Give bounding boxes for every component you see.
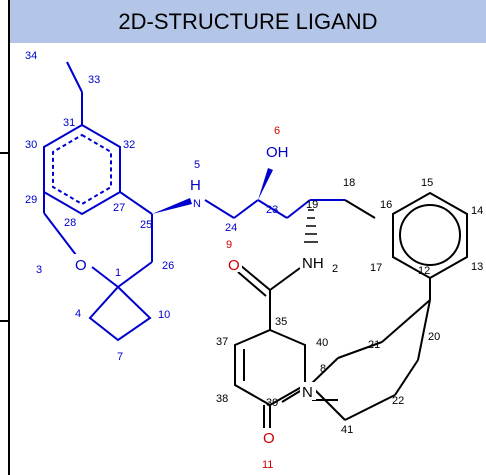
atom-number: 24	[225, 222, 237, 234]
label-bg	[300, 382, 316, 400]
left-border-tick	[0, 152, 10, 154]
label-bg	[262, 428, 278, 446]
label-bg	[226, 254, 242, 272]
wedge-bond	[258, 168, 273, 200]
atom-label: O	[75, 257, 87, 274]
atom-number: 38	[216, 393, 228, 405]
atom-number: 9	[226, 239, 232, 251]
atom-number: 32	[123, 139, 135, 151]
atom-number: 13	[471, 261, 483, 273]
atom-label: OH	[266, 144, 289, 161]
atom-number: 34	[25, 50, 37, 62]
left-border	[0, 0, 10, 475]
black-bonds	[234, 191, 468, 430]
atom-number: 29	[25, 194, 37, 206]
atom-number: 33	[88, 74, 100, 86]
atom-number: 6	[274, 125, 280, 137]
atom-number: 31	[63, 117, 75, 129]
atom-number: 17	[370, 262, 382, 274]
left-border-tick	[0, 320, 10, 322]
atom-number: 35	[275, 316, 287, 328]
atom-number: 11	[262, 459, 273, 471]
label-bg	[300, 252, 330, 270]
atom-number: 8	[320, 363, 326, 375]
atom-number: 3	[36, 264, 42, 276]
atom-number: 26	[162, 260, 174, 272]
atom-number: 5	[194, 159, 200, 171]
atom-number: 18	[343, 177, 355, 189]
left-border-line	[8, 0, 10, 475]
atom-label: O	[228, 257, 240, 274]
atom-number: 40	[316, 337, 328, 349]
atom-number: 7	[117, 351, 123, 363]
atom-numbers: 1 2 3 4 5 6 7 8 9 10 11 12 13 14 15 16 1…	[25, 50, 483, 471]
atom-number: 27	[113, 202, 125, 214]
atom-number: 19	[306, 199, 318, 211]
hash-bond	[304, 209, 318, 243]
atom-label: N	[193, 198, 201, 210]
atom-number: 21	[368, 339, 380, 351]
atom-number: 39	[266, 397, 278, 409]
label-bg	[266, 140, 298, 160]
atom-number: 28	[64, 217, 76, 229]
atom-number: 1	[115, 267, 121, 279]
atom-label: N	[302, 384, 313, 401]
page-title: 2D-STRUCTURE LIGAND	[10, 0, 486, 43]
atom-number: 4	[75, 308, 81, 320]
atom-number: 25	[140, 219, 152, 231]
atom-label: NH	[302, 255, 324, 272]
atom-number: 2	[332, 263, 338, 275]
atom-number: 10	[158, 309, 170, 321]
atom-number: 37	[216, 336, 228, 348]
blue-bonds	[43, 61, 345, 342]
atom-number: 20	[428, 331, 440, 343]
label-bg	[74, 254, 90, 272]
atom-number: 15	[421, 177, 433, 189]
atom-number: 23	[266, 204, 278, 216]
atom-number: 16	[380, 199, 392, 211]
atom-number: 12	[418, 265, 430, 277]
atom-label: H	[190, 177, 201, 194]
atom-number: 14	[471, 205, 483, 217]
atom-number: 30	[25, 139, 37, 151]
wedge-bond	[152, 198, 192, 214]
atom-label: O	[263, 430, 275, 447]
atom-number: 22	[392, 395, 404, 407]
atom-number: 41	[341, 424, 353, 436]
